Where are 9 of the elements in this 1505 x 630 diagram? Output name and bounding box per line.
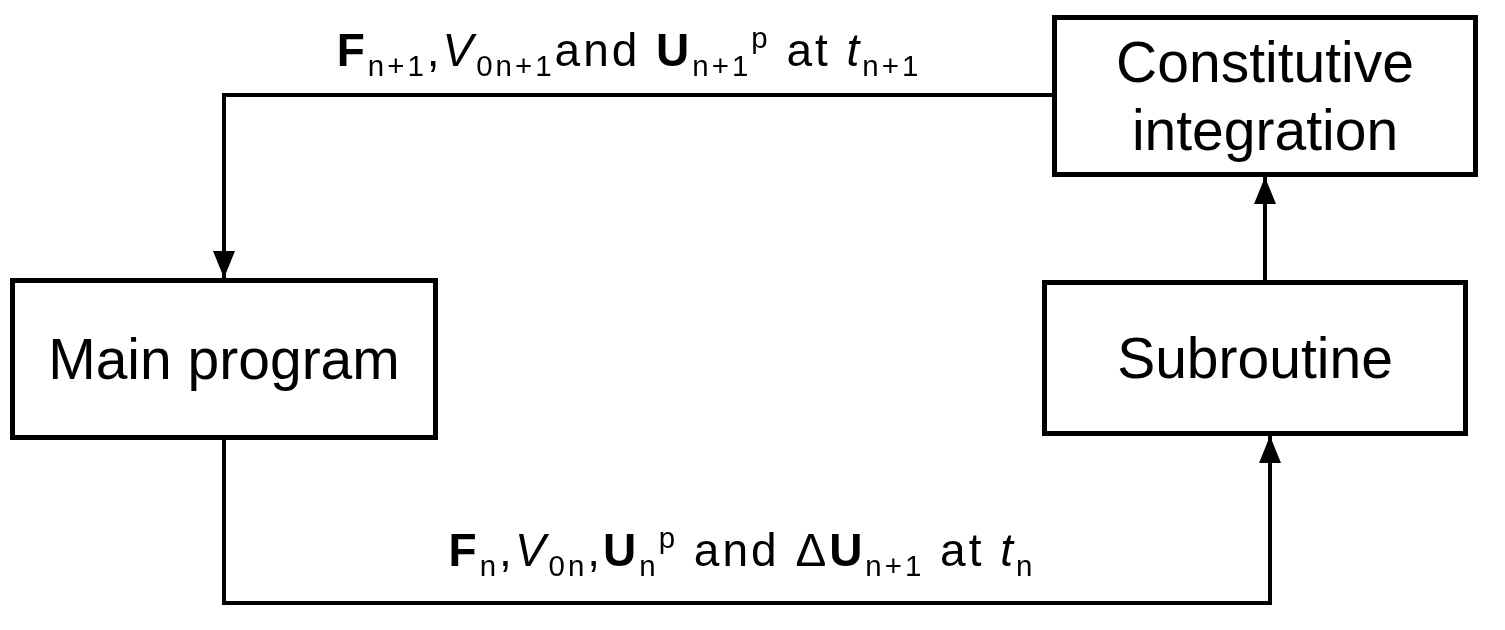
process-label: Subroutine [1117, 324, 1393, 392]
process-label: Constitutive integration [1115, 28, 1415, 164]
arrow [213, 93, 1052, 278]
process-label: Main program [48, 325, 400, 393]
arrow [222, 436, 1281, 605]
process-box [1042, 280, 1468, 436]
arrow [1254, 177, 1276, 280]
process-box [10, 278, 438, 440]
process-box [1052, 15, 1478, 177]
